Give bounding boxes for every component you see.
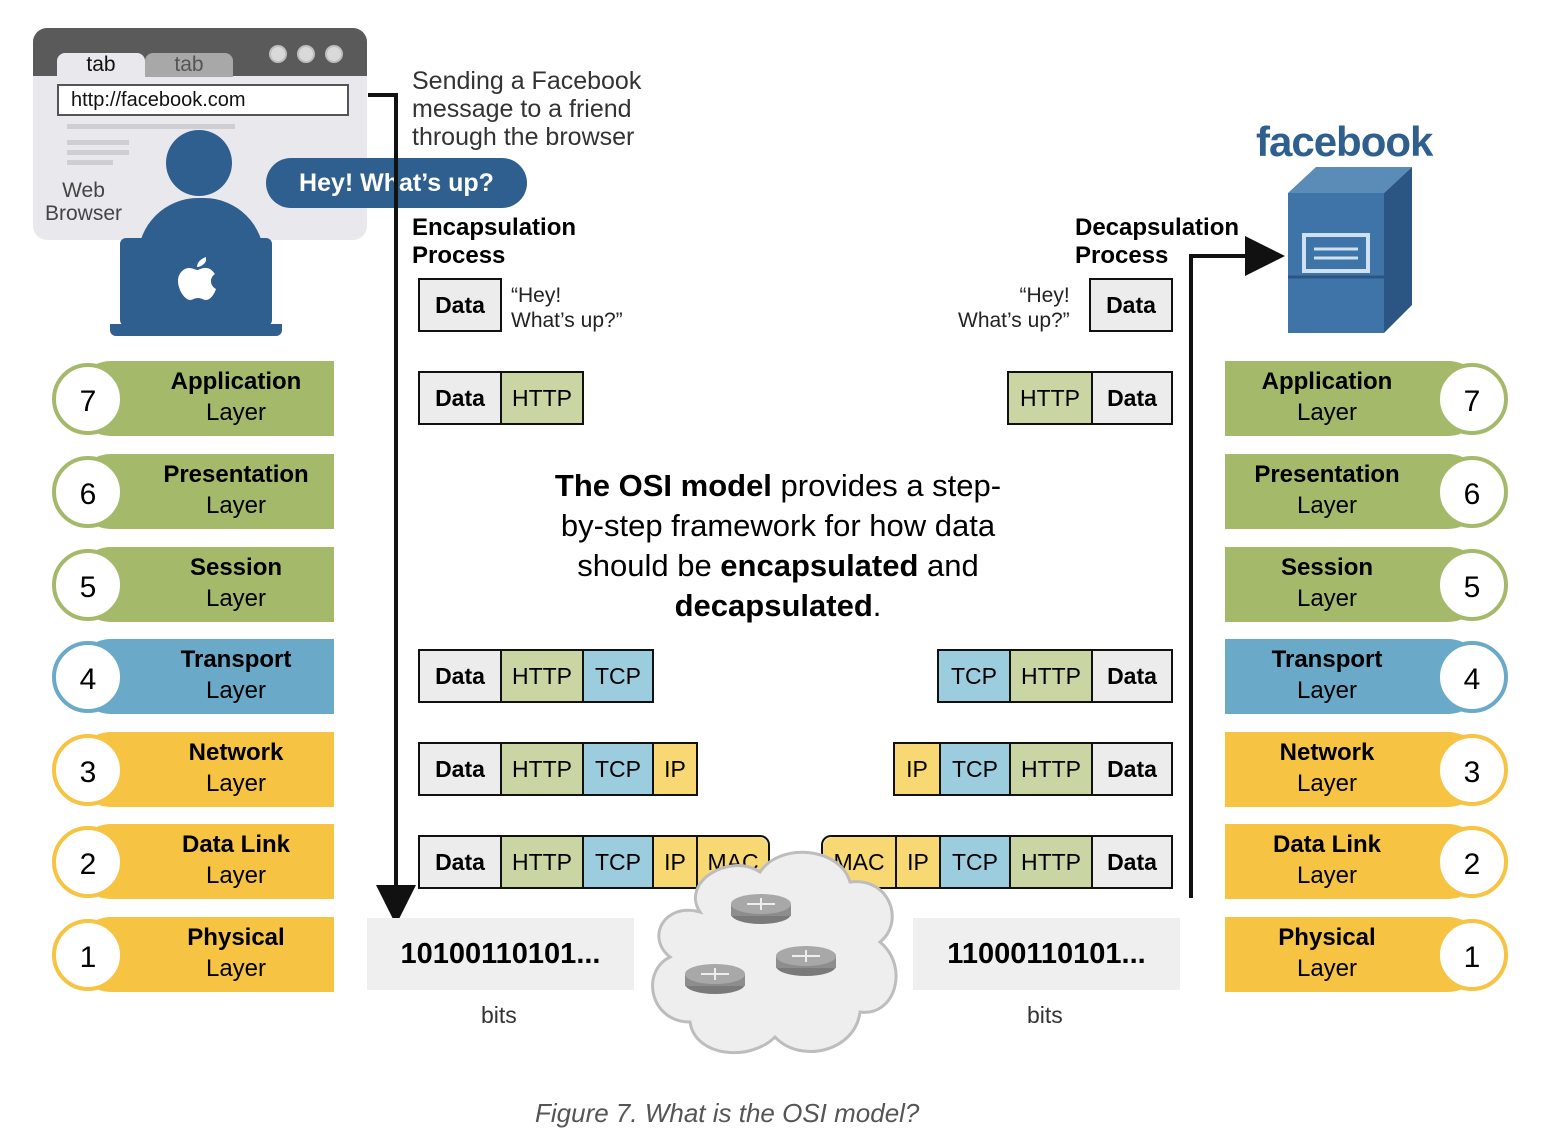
dec-packet-presentation: HTTP Data [1007, 371, 1173, 425]
data-segment: Data [1091, 651, 1171, 701]
enc-packet-network: Data HTTP TCP IP [418, 742, 698, 796]
http-header: HTTP [1009, 651, 1091, 701]
data-segment: Data [420, 837, 500, 887]
tcp-header: TCP [582, 744, 652, 794]
data-segment: Data [420, 373, 500, 423]
http-header: HTTP [1009, 373, 1091, 423]
data-segment: Data [420, 280, 500, 330]
tcp-header: TCP [582, 651, 652, 701]
tcp-header: TCP [939, 837, 1009, 887]
laptop-base [110, 324, 282, 336]
tcp-header: TCP [939, 744, 1009, 794]
http-header: HTTP [500, 373, 582, 423]
ip-header: IP [652, 744, 696, 794]
page-placeholder-line [67, 140, 129, 145]
http-header: HTTP [500, 651, 582, 701]
ip-header: IP [895, 744, 939, 794]
maximize-icon [297, 45, 315, 63]
apple-logo-icon [168, 255, 228, 305]
minimize-icon [269, 45, 287, 63]
http-header: HTTP [1009, 837, 1091, 887]
data-segment: Data [1091, 744, 1171, 794]
ip-header: IP [895, 837, 939, 887]
tcp-header: TCP [582, 837, 652, 887]
dec-quote: “Hey!What’s up?” [958, 284, 1070, 332]
data-segment: Data [420, 744, 500, 794]
http-header: HTTP [1009, 744, 1091, 794]
router-icon [685, 964, 745, 994]
close-icon [325, 45, 343, 63]
page-placeholder-line [67, 150, 129, 155]
encapsulation-arrow [368, 93, 416, 925]
facebook-logo: facebook [1256, 118, 1433, 165]
data-segment: Data [1091, 280, 1171, 330]
dec-packet-application-data: Data [1089, 278, 1173, 332]
data-segment: Data [1091, 373, 1171, 423]
enc-packet-presentation: Data HTTP [418, 371, 584, 425]
scenario-caption: Sending a Facebook message to a friend t… [412, 67, 642, 151]
browser-tab-active: tab [57, 53, 145, 77]
figure-caption: Figure 7. What is the OSI model? [535, 1098, 920, 1128]
bits-right-box: 11000110101... [913, 918, 1180, 990]
data-segment: Data [1091, 837, 1171, 887]
browser-tab-inactive: tab [145, 53, 233, 77]
router-icon [731, 894, 791, 924]
enc-packet-data-link: Data HTTP TCP IP MAC [418, 835, 770, 889]
page-placeholder-line [67, 124, 235, 129]
http-header: HTTP [500, 744, 582, 794]
dec-packet-network: IP TCP HTTP Data [893, 742, 1173, 796]
osi-explanation: The OSI model provides a step- by-step f… [554, 468, 1002, 623]
user-icon [166, 130, 232, 196]
dec-packet-transport: TCP HTTP Data [937, 649, 1173, 703]
address-bar: http://facebook.com [57, 84, 349, 116]
data-segment: Data [420, 651, 500, 701]
enc-packet-application-data: Data [418, 278, 502, 332]
ip-header: IP [652, 837, 696, 887]
http-header: HTTP [500, 837, 582, 887]
bits-right-label: bits [1027, 1002, 1063, 1028]
decapsulation-arrow [1189, 236, 1285, 898]
server-icon [1288, 167, 1412, 333]
router-icon [776, 946, 836, 976]
bits-left-box: 10100110101... [367, 918, 634, 990]
bits-left-label: bits [481, 1002, 517, 1028]
tcp-header: TCP [939, 651, 1009, 701]
page-placeholder-line [67, 160, 113, 165]
network-cloud-icon [651, 850, 898, 1055]
enc-packet-transport: Data HTTP TCP [418, 649, 654, 703]
enc-quote: “Hey!What’s up?” [511, 284, 623, 332]
